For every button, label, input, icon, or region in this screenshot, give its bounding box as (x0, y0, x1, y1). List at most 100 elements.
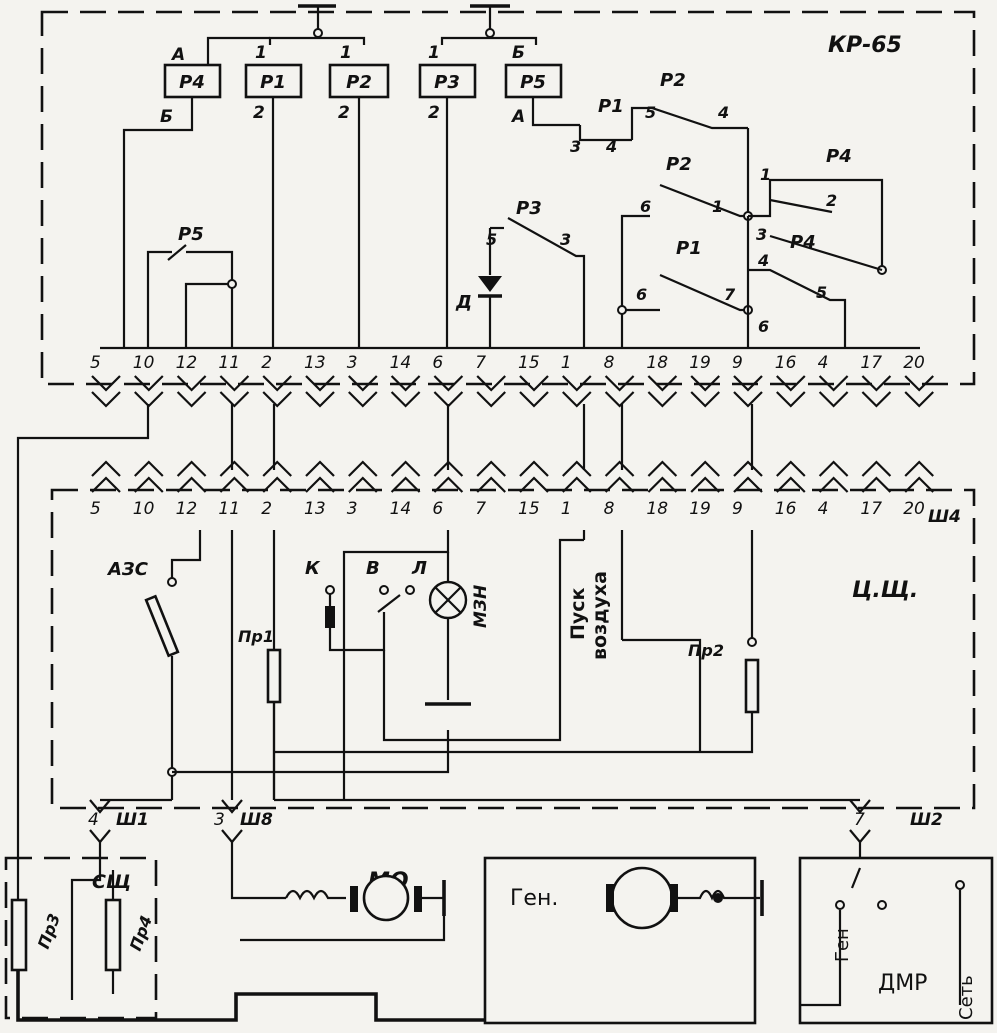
cshch-label: Ц.Щ. (852, 578, 918, 603)
kr65-pin-chevron (348, 375, 378, 392)
kr65-pin-chevron-2 (134, 391, 164, 408)
cshch-pin-chevron-2 (176, 460, 207, 477)
svg-text:4: 4 (88, 810, 99, 830)
kr65-pin-label: 15 (518, 353, 540, 373)
kr65-pin-label: 6 (432, 353, 443, 373)
kr65-enclosure (40, 10, 976, 386)
cshch-pin-chevron (733, 476, 763, 493)
cshch-pin-chevron-2 (562, 460, 592, 477)
svg-text:Л: Л (411, 558, 427, 579)
cshch-pin-label: 13 (304, 499, 326, 519)
svg-text:Д: Д (455, 292, 472, 313)
relay-p1: Р1 1 2 (244, 43, 303, 123)
kr65-pin-chevron-2 (348, 391, 378, 408)
relay-p5: Р5 Б А (504, 43, 563, 127)
kr65-pin-chevron (562, 375, 592, 392)
cshch-pin-chevron-2 (647, 460, 678, 477)
cshch-pin-chevron-2 (904, 460, 934, 477)
kr65-pin-chevron (433, 375, 464, 392)
kr65-pin-chevron-2 (219, 391, 250, 408)
cshch-pin-label: 17 (860, 499, 882, 519)
svg-text:Пуск: Пуск (567, 587, 589, 640)
svg-text:Р3: Р3 (516, 198, 542, 219)
kr65-pin-chevron (390, 375, 421, 392)
kr65-pin-chevron-2 (390, 391, 421, 408)
contact-p1a-label: Р1 (598, 96, 624, 117)
cshch-pin-chevron-2 (690, 460, 720, 477)
svg-text:1: 1 (255, 43, 267, 63)
kr65-pin-label: 20 (903, 353, 925, 373)
generator-label: Ген. (510, 886, 558, 911)
cshch-pin-chevron (562, 476, 592, 493)
fuse-pr3 (10, 898, 28, 972)
dmr-label: ДМР (878, 971, 927, 996)
kr65-pin-label: 19 (689, 353, 711, 373)
kr65-pin-chevron-2 (690, 391, 720, 408)
kr65-pin-chevron-2 (776, 391, 806, 408)
svg-text:1: 1 (428, 43, 440, 63)
kr65-pin-label: 9 (732, 353, 743, 373)
contact-p2a (630, 106, 748, 140)
azs-breaker (144, 594, 180, 658)
fuse-pr4 (104, 898, 122, 972)
supply-terminal-right (470, 4, 510, 38)
kr65-pin-chevron-2 (262, 391, 292, 408)
cshch-pin-label: 11 (218, 499, 240, 519)
svg-text:Р2: Р2 (660, 70, 686, 91)
cshch-pin-chevron (604, 476, 635, 493)
svg-text:В: В (366, 558, 380, 579)
svg-text:7: 7 (724, 285, 736, 304)
cshch-pin-chevron (690, 476, 720, 493)
cshch-pin-label: 16 (775, 499, 797, 519)
kr65-pin-chevron-2 (861, 391, 892, 408)
svg-text:Пр1: Пр1 (238, 627, 274, 646)
motor-mo (350, 874, 422, 922)
svg-text:А: А (170, 45, 185, 65)
cshch-pin-chevron (861, 476, 892, 493)
svg-text:Б: Б (160, 107, 173, 127)
cshch-pin-label: 20 (903, 499, 925, 519)
kr65-pin-label: 10 (133, 353, 155, 373)
cshch-pin-chevron-2 (348, 460, 378, 477)
cshch-pin-label: 9 (732, 499, 743, 519)
sh4-label: Ш4 (928, 507, 961, 527)
kr65-pin-label: 18 (646, 353, 668, 373)
contact-p2b (659, 183, 748, 218)
svg-text:Р5: Р5 (520, 72, 546, 93)
cshch-pin-label: 5 (90, 499, 101, 519)
kr65-pin-chevron-2 (733, 391, 763, 408)
cshch-pin-chevron-2 (390, 460, 421, 477)
kr65-pin-chevron (305, 375, 335, 392)
cshch-pin-chevron-2 (219, 460, 250, 477)
kr65-pin-chevron-2 (562, 391, 592, 408)
svg-text:А: А (510, 107, 525, 127)
motor-field-coil (285, 889, 346, 901)
cshch-pin-chevron (390, 476, 421, 493)
cshch-pin-chevron-2 (262, 460, 292, 477)
kr65-pin-chevron-2 (604, 391, 635, 408)
cshch-pin-label: 7 (475, 499, 486, 519)
kr65-pin-chevron-2 (433, 391, 464, 408)
svg-text:4: 4 (717, 103, 729, 122)
cshch-pin-chevron (818, 476, 849, 493)
kr65-pin-label: 4 (818, 353, 829, 373)
svg-text:6: 6 (640, 197, 651, 216)
cshch-pin-label: 10 (133, 499, 155, 519)
kr65-pin-label: 14 (390, 353, 412, 373)
cshch-pin-chevron-2 (861, 460, 892, 477)
svg-text:Р4: Р4 (179, 72, 205, 93)
kr65-pin-label: 2 (261, 353, 272, 373)
kr65-pin-chevron (861, 375, 892, 392)
svg-text:воздуха: воздуха (589, 571, 611, 660)
kr65-pin-chevron (476, 375, 506, 392)
kr65-pin-chevron-2 (305, 391, 335, 408)
svg-text:2: 2 (428, 103, 440, 123)
svg-text:МЗН: МЗН (471, 585, 491, 628)
kr65-pin-label: 12 (176, 353, 198, 373)
lamp-mzn (428, 580, 468, 620)
contact-p1a (578, 125, 632, 142)
dmr-switch (850, 867, 862, 889)
cshch-pin-label: 3 (347, 499, 358, 519)
cshch-pin-chevron (519, 476, 549, 493)
